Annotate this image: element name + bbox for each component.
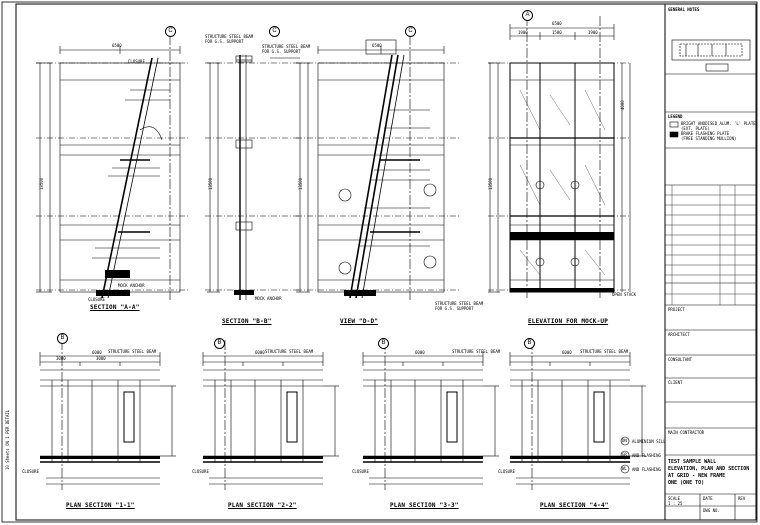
dim-plan-3-total: 6000 [415,350,425,355]
grid-bubble-b-2: B [214,338,225,349]
dim-top-a: 6500 [112,43,122,48]
note-closure-2: CLOSURE [88,297,105,302]
tb-scale-label: SCALE [668,496,681,501]
legend-label-3: AND FLASHING [632,467,661,472]
grid-bubble-b-1: B [57,333,68,344]
tb-project: PROJECT [668,307,685,312]
tb-legend-title: LEGEND [668,114,683,119]
note-steel-beam-1b: FOR G.S. SUPPORT [205,39,244,44]
note-plan-closure-1: CLOSURE [22,469,39,474]
tb-legend-2: BRAKE FLASHING PLATE [681,131,730,136]
legend-symbol-1: DN [622,438,627,443]
dim-elev-c: 1900 [588,30,598,35]
tb-consultant: CONSULTANT [668,357,693,362]
grid-bubble-a: A [522,10,533,21]
note-steel-beam-1: STRUCTURE STEEL BEAM [205,34,254,39]
dim-height-b: 13500 [208,177,213,190]
dim-plan-1-b: 3000 [96,356,106,361]
note-plan-closure-4: CLOSURE [498,469,515,474]
note-open-stack: OPEN STACK [612,292,637,297]
note-plan-beam-2: STRUCTURE STEEL BEAM [265,349,314,354]
dim-top-elev: 6500 [552,21,562,26]
note-plan-closure-3: CLOSURE [352,469,369,474]
dim-elev-b: 1500 [552,30,562,35]
title-plan-4: PLAN SECTION "4-4" [540,502,609,509]
note-steel-beam-3b: FOR G.S. SUPPORT [435,306,474,311]
note-steel-beam-3: STRUCTURE STEEL BEAM [435,301,484,306]
tb-title-line-4: ONE (ONE TO) [668,480,705,486]
tb-client: CLIENT [668,380,683,385]
grid-bubble-c-2: C [269,26,280,37]
legend-label-1: ALUMINIUM SILL [632,439,666,444]
dim-plan-2-total: 6000 [255,350,265,355]
grid-bubble-c-3: C [405,26,416,37]
title-plan-3: PLAN SECTION "3-3" [390,502,459,509]
note-closure-1: CLOSURE [128,59,145,64]
dim-height-a: 13500 [39,177,44,190]
tb-title-line-2: ELEVATION, PLAN AND SECTION [668,466,750,472]
dim-plan-1-total: 6000 [92,350,102,355]
tb-title-line-1: TEST SAMPLE WALL [668,459,717,465]
tb-legend-2b: (FREE STANDING MULLION) [681,136,737,141]
title-plan-2: PLAN SECTION "2-2" [228,502,297,509]
dim-top-d: 6500 [372,43,382,48]
note-steel-beam-2: STRUCTURE STEEL BEAM [262,44,311,49]
note-steel-beam-2b: FOR G.S. SUPPORT [262,49,301,54]
dim-elev-a: 1900 [518,30,528,35]
tb-title-line-3: AT GRID - NEW FRAME [668,473,726,479]
title-plan-1: PLAN SECTION "1-1" [66,502,135,509]
title-view-d: VIEW "D-D" [340,318,379,325]
note-plan-beam-4: STRUCTURE STEEL BEAM [580,349,629,354]
note-mock-anchor: MOCK ANCHOR [118,283,145,288]
note-plan-closure-2: CLOSURE [192,469,209,474]
tb-rev: REV [738,496,746,501]
dim-height-d: 13500 [298,177,303,190]
tb-scale-value: 1 : 25 [668,501,683,506]
grid-bubble-c-1: C [165,26,176,37]
tb-legend-1b: (EXT. PLATE) [681,126,710,131]
title-elevation: ELEVATION FOR MOCK-UP [528,318,609,325]
tb-dwg-label: DWG NO. [703,508,720,513]
tb-contractor: MAIN CONTRACTOR [668,430,705,435]
tb-notes-title: GENERAL NOTES [668,7,700,12]
dim-plan-4-total: 6000 [562,350,572,355]
legend-symbol-2: GR [622,452,627,457]
grid-bubble-b-4: B [524,338,535,349]
dim-height-elev: 13500 [488,177,493,190]
tb-architect: ARCHITECT [668,332,690,337]
dim-height-elev-b: 4000 [620,100,625,110]
title-section-b: SECTION "B-B" [222,318,272,325]
tb-date-label: DATE [703,496,713,501]
tb-legend-1: BRIGHT ANODISED ALUM. 'L' PLATE [681,121,756,126]
legend-symbol-3: WL [622,466,627,471]
dim-plan-1-a: 3000 [56,356,66,361]
legend-label-2: AND FLASHING [632,453,661,458]
title-section-a: SECTION "A-A" [90,304,140,311]
grid-bubble-b-3: B [378,338,389,349]
note-mock-anchor-2: MOCK ANCHOR [255,296,282,301]
margin-text: 10 Sheets ON 1 PER DETAIL [5,409,10,470]
note-plan-beam-3: STRUCTURE STEEL BEAM [452,349,501,354]
note-plan-beam-1: STRUCTURE STEEL BEAM [108,349,157,354]
